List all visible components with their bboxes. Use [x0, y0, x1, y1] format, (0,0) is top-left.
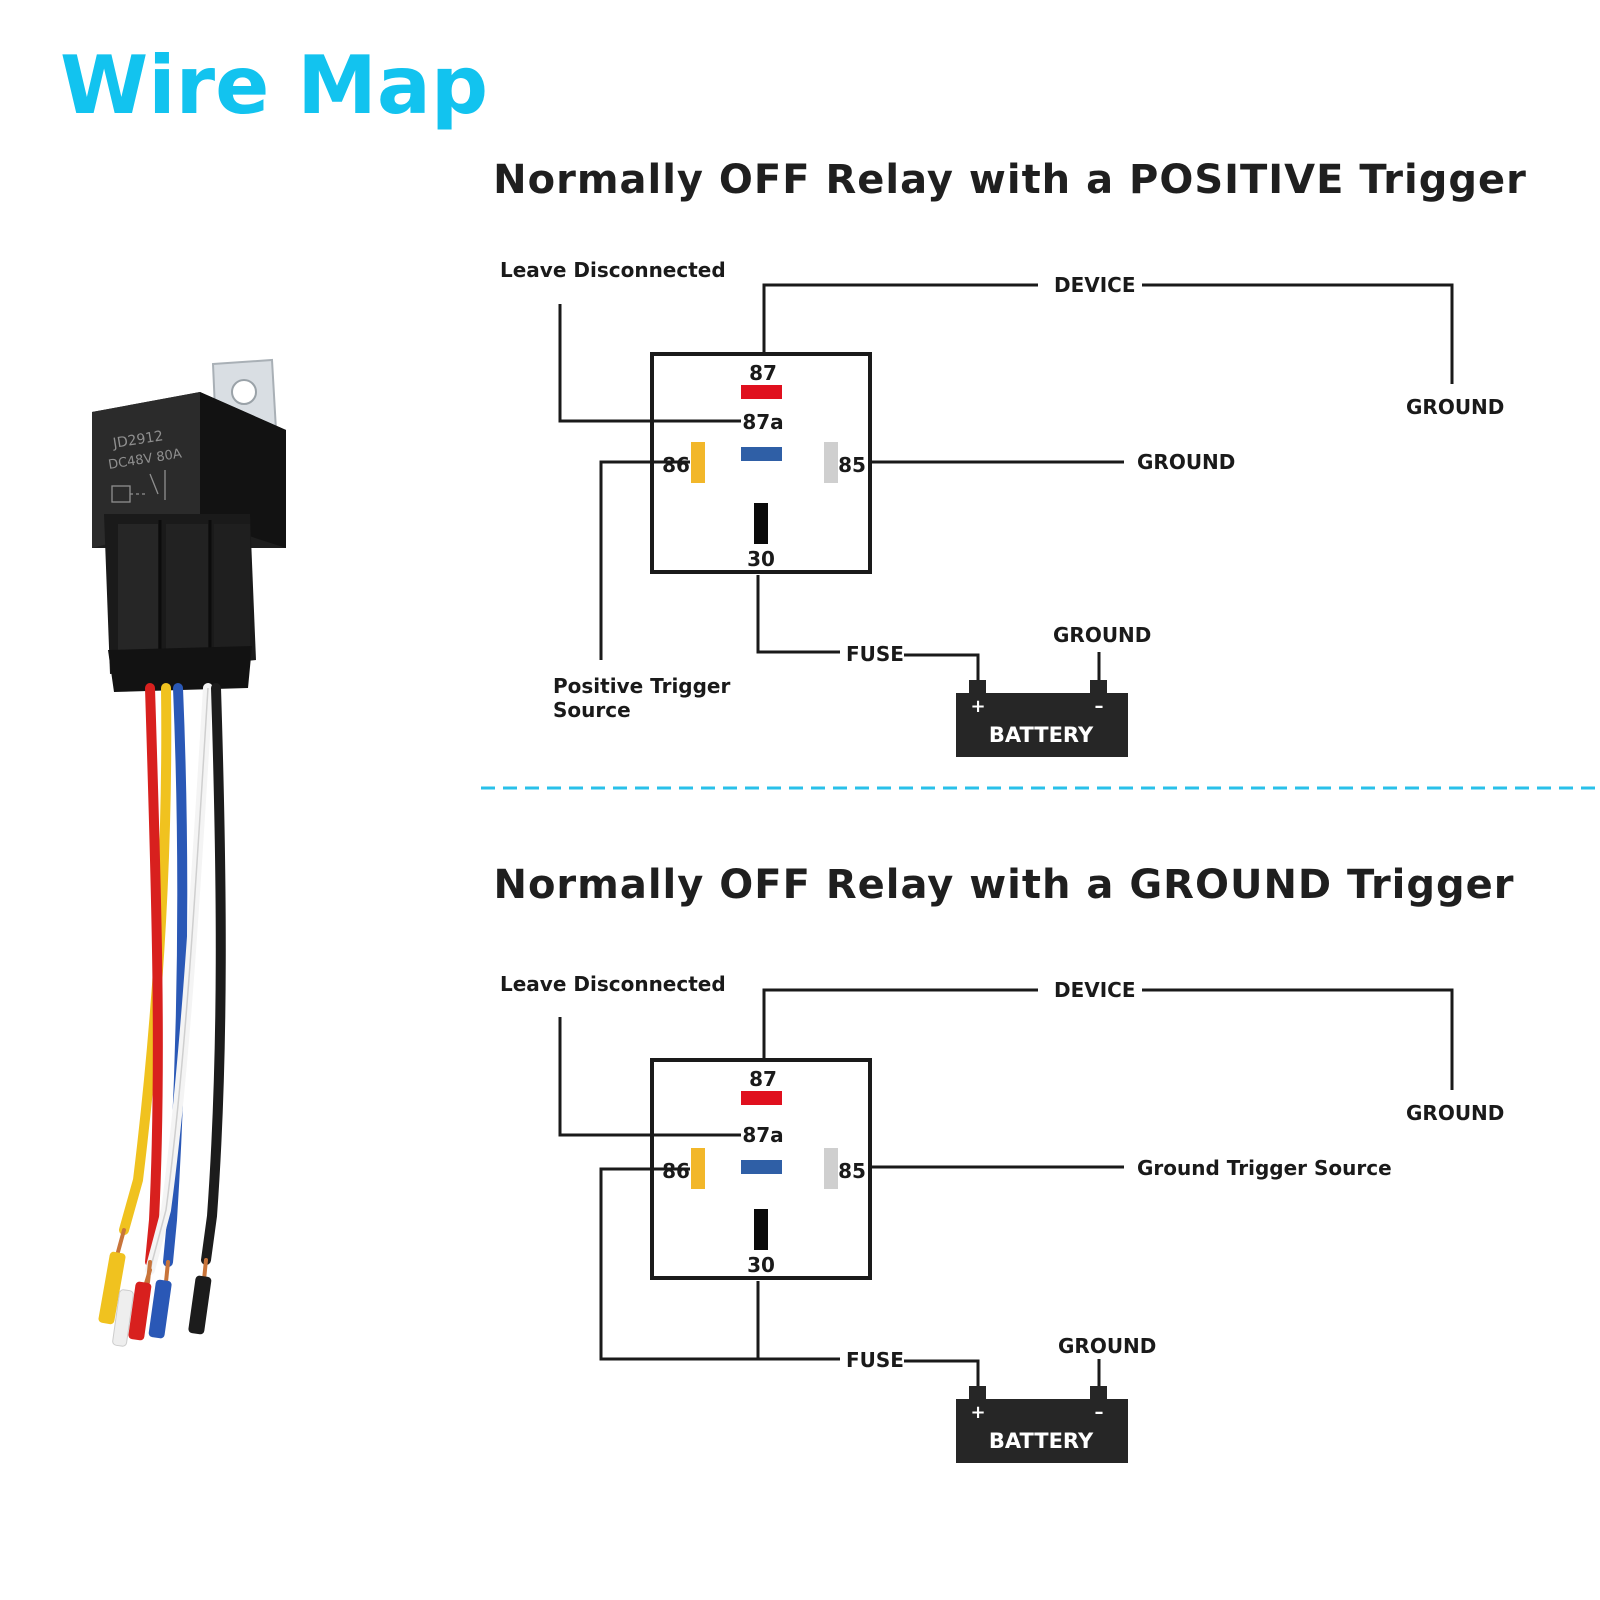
wire-87a-disconnected	[558, 1017, 741, 1137]
pin-86-marker	[691, 1148, 705, 1189]
wire-fuse-to-battery	[904, 653, 980, 694]
pin-86-marker	[691, 442, 705, 483]
pin-87-marker	[741, 1091, 782, 1105]
ground-trigger-source-label: Ground Trigger Source	[1137, 1156, 1392, 1180]
pin-86-label: 86	[662, 453, 690, 477]
battery-label: BATTERY	[989, 1429, 1094, 1453]
terminal-red	[128, 1281, 152, 1341]
pin-87a-marker	[741, 447, 782, 461]
pin-87a-label: 87a	[742, 410, 783, 434]
battery-ground-diagram: + – BATTERY	[956, 1386, 1128, 1463]
wire-87-to-device	[762, 988, 1038, 1060]
pin-87a-label: 87a	[742, 1123, 783, 1147]
pin-30-marker	[754, 1209, 768, 1250]
pin-87-label: 87	[749, 361, 777, 385]
wire-red	[145, 683, 163, 1267]
device-ground-label: GROUND	[1406, 1101, 1504, 1125]
wire-30-to-fuse	[756, 1281, 840, 1361]
relay-schematic-print	[111, 470, 166, 503]
relay-product-illustration: JD2912 DC48V 80A	[92, 358, 286, 1347]
fuse-label: FUSE	[846, 1348, 904, 1372]
battery-body	[956, 1399, 1128, 1463]
wire-86-to-30-junction	[599, 1167, 758, 1361]
device-label: DEVICE	[1054, 273, 1136, 297]
pin-85-marker	[824, 1148, 838, 1189]
diagram-positive-heading: Normally OFF Relay with a POSITIVE Trigg…	[493, 157, 1527, 203]
fuse-label: FUSE	[846, 642, 904, 666]
positive-trigger-label-line2: Source	[553, 698, 631, 722]
pin-87a-marker	[741, 1160, 782, 1174]
leave-disconnected-label: Leave Disconnected	[500, 258, 726, 282]
wire-device-to-ground	[1142, 988, 1454, 1090]
leave-disconnected-label: Leave Disconnected	[500, 972, 726, 996]
positive-trigger-label: Positive Trigger	[553, 674, 731, 698]
pin-30-label: 30	[747, 1253, 775, 1277]
wire-87a-disconnected	[558, 304, 741, 423]
terminal-white	[112, 1289, 134, 1347]
pin-30-marker	[754, 503, 768, 544]
pin-85-label: 85	[838, 1159, 866, 1183]
wire-device-to-ground	[1142, 283, 1454, 384]
pin-87-label: 87	[749, 1067, 777, 1091]
diagram-ground-trigger: Normally OFF Relay with a GROUND Trigger…	[493, 862, 1514, 1463]
battery-plus-sign: +	[970, 696, 985, 717]
terminal-yellow	[98, 1251, 126, 1325]
pin-85-label: 85	[838, 453, 866, 477]
terminal-black	[188, 1275, 212, 1335]
diagram-positive-trigger: Normally OFF Relay with a POSITIVE Trigg…	[493, 157, 1527, 757]
pin-85-marker	[824, 442, 838, 483]
battery-ground-label: GROUND	[1053, 623, 1151, 647]
battery-ground-label: GROUND	[1058, 1334, 1156, 1358]
battery-positive-diagram: + – BATTERY	[956, 680, 1128, 757]
battery-minus-sign: –	[1095, 1402, 1104, 1423]
pin-86-label: 86	[662, 1159, 690, 1183]
battery-body	[956, 693, 1128, 757]
wire-30-to-fuse	[756, 575, 840, 654]
diagram-ground-heading: Normally OFF Relay with a GROUND Trigger	[493, 862, 1514, 908]
pin-87-marker	[741, 385, 782, 399]
pin-30-label: 30	[747, 547, 775, 571]
terminal-blue	[148, 1279, 172, 1339]
mounting-hole	[231, 379, 257, 405]
device-ground-label: GROUND	[1406, 395, 1504, 419]
wire-87-to-device	[762, 283, 1038, 354]
device-label: DEVICE	[1054, 978, 1136, 1002]
pin85-ground-label: GROUND	[1137, 450, 1235, 474]
page-title: Wire Map	[60, 39, 488, 132]
wire-fuse-to-battery	[904, 1359, 980, 1400]
wire-86-to-trigger	[599, 460, 690, 660]
battery-plus-sign: +	[970, 1402, 985, 1423]
wire-black	[201, 683, 226, 1265]
relay-model-text: JD2912	[111, 428, 164, 452]
battery-label: BATTERY	[989, 723, 1094, 747]
battery-minus-sign: –	[1095, 696, 1104, 717]
